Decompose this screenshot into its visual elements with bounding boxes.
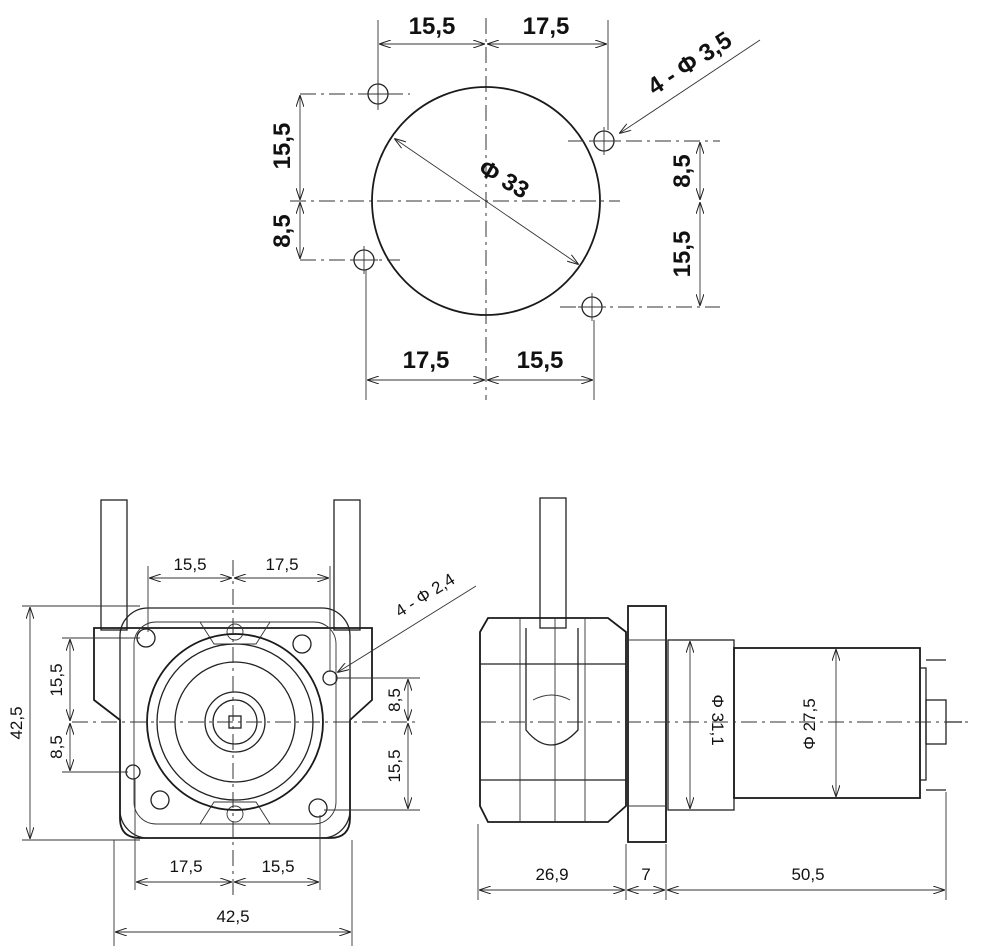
right-dim-upper-label: 8,5 [669, 154, 696, 187]
screw-hole-top-right [292, 634, 312, 654]
front-bottom-dim-right-label: 15,5 [261, 857, 294, 876]
side-pump-head [479, 617, 627, 823]
rotor-outer-ring [146, 633, 324, 811]
mount-hole-lower [125, 764, 141, 780]
pump-head-housing [119, 607, 351, 839]
side-tube [539, 497, 567, 629]
right-dim-lower-label: 15,5 [669, 231, 696, 278]
side-head-length-label: 26,9 [535, 865, 568, 884]
hole-callout-label: 4 - Φ 3,5 [643, 27, 737, 101]
front-hole-callout-label: 4 - Φ 2,4 [392, 570, 458, 621]
tube-right [333, 499, 361, 631]
side-motor-length-label: 50,5 [791, 865, 824, 884]
side-motor-diameter-label: Φ 27,5 [800, 698, 819, 749]
front-view: 15,5 17,5 17,5 15,5 42,5 42,5 15,5 8,5 8… [7, 499, 477, 946]
side-collar-diameter-label: Φ 31,1 [708, 694, 727, 745]
front-right-dim-lower-label: 15,5 [385, 749, 404, 782]
front-right-dim-upper-label: 8,5 [385, 688, 404, 712]
left-dim-upper-label: 15,5 [269, 123, 296, 170]
bore-circle [371, 86, 601, 316]
top-dim-right-label: 17,5 [523, 13, 570, 40]
bottom-dim-right-label: 15,5 [517, 347, 564, 374]
side-view: Φ 31,1 Φ 27,5 26,9 7 50,5 [477, 497, 970, 900]
rotor-hub [204, 691, 266, 753]
top-view: 15,5 17,5 17,5 15,5 15,5 8,5 8,5 15,5 4 … [269, 13, 761, 400]
front-left-dim-lower-label: 8,5 [47, 735, 66, 759]
diameter-leader [395, 139, 578, 264]
pump-head-body [93, 627, 373, 839]
front-left-dim-upper-label: 15,5 [47, 663, 66, 696]
tube-left [100, 499, 128, 631]
bottom-dim-left-label: 17,5 [403, 347, 450, 374]
front-overall-width-label: 42,5 [216, 907, 249, 926]
bore-diameter-label: Φ 33 [474, 155, 533, 205]
mount-hole-upper [322, 670, 338, 686]
front-bottom-dim-left-label: 17,5 [169, 857, 202, 876]
screw-hole-bottom-right [308, 798, 328, 818]
front-top-dim-right-label: 17,5 [265, 555, 298, 574]
side-flange-length-label: 7 [641, 865, 650, 884]
side-flange [627, 605, 667, 843]
side-motor [733, 647, 921, 799]
side-tube-loop [525, 628, 579, 746]
front-overall-height-label: 42,5 [7, 706, 26, 739]
screw-hole-bottom-left [150, 790, 170, 810]
top-dim-left-label: 15,5 [409, 13, 456, 40]
front-top-dim-left-label: 15,5 [173, 555, 206, 574]
left-dim-lower-label: 8,5 [269, 214, 296, 247]
